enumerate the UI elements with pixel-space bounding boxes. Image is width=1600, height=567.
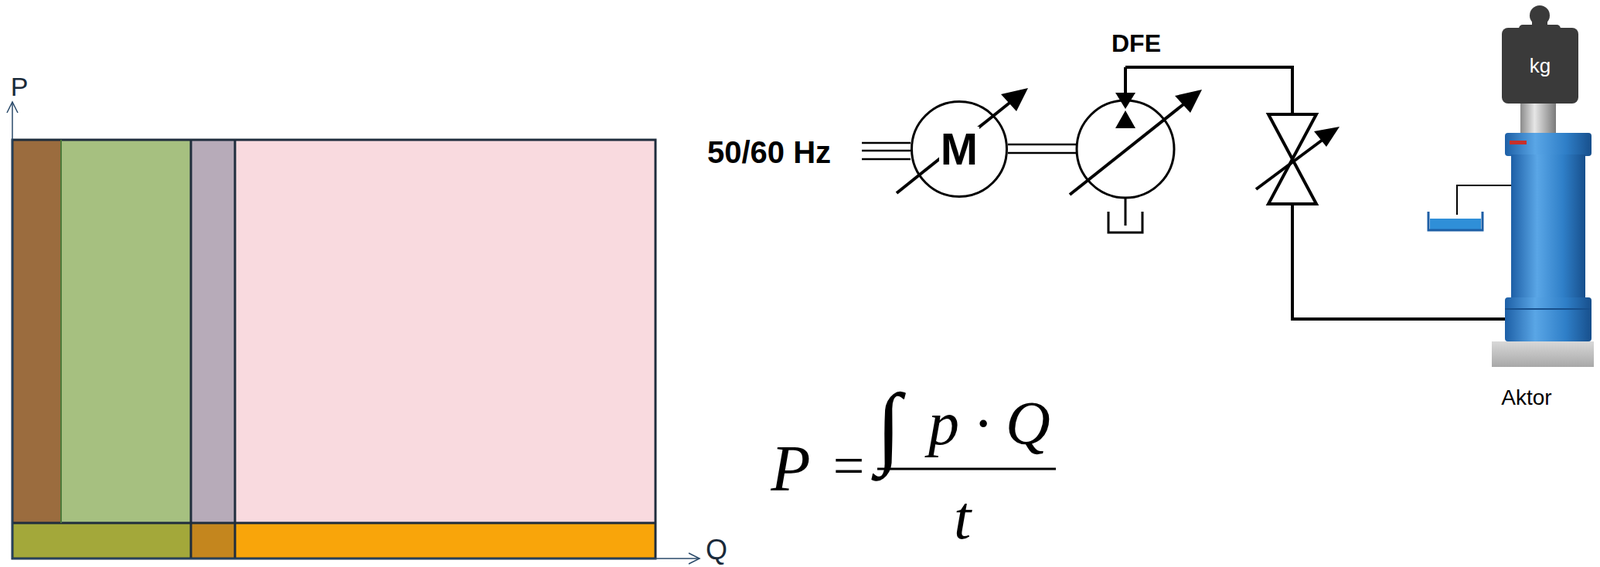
axis-label: P	[10, 73, 29, 100]
motor-adjust-arrow	[896, 88, 1029, 194]
band	[12, 523, 191, 559]
formula-symbol: t	[953, 486, 971, 549]
pump-symbol	[1069, 67, 1202, 233]
band	[234, 139, 656, 524]
band	[190, 523, 235, 559]
supply-lines	[861, 142, 911, 160]
axis	[6, 102, 700, 565]
pressure-line	[1292, 204, 1505, 320]
component-label: DFE	[1111, 30, 1161, 56]
band	[234, 523, 656, 559]
formula-symbol: P	[770, 436, 811, 502]
node-text: kg	[1528, 55, 1553, 76]
pq-chart	[6, 102, 700, 565]
actuator-cylinder	[1491, 102, 1594, 368]
shaft	[1007, 144, 1077, 154]
component-label: Aktor	[1501, 387, 1552, 409]
band	[12, 139, 62, 524]
motor-symbol: M	[910, 100, 1008, 198]
formula-symbol: =	[833, 438, 865, 494]
drain-tank	[1428, 185, 1512, 231]
frequency-label: 50/60 Hz	[707, 136, 831, 168]
throttle-valve	[1256, 114, 1340, 205]
formula-symbol: p · Q	[928, 392, 1051, 455]
pressure-line	[1125, 67, 1293, 115]
axis-label: Q	[705, 536, 728, 565]
node-text: M	[939, 126, 980, 172]
band	[190, 139, 235, 524]
fraction-bar	[877, 468, 1056, 471]
weight-block: kg	[1501, 27, 1579, 104]
formula-symbol: ∫	[876, 381, 902, 473]
band	[61, 139, 191, 524]
